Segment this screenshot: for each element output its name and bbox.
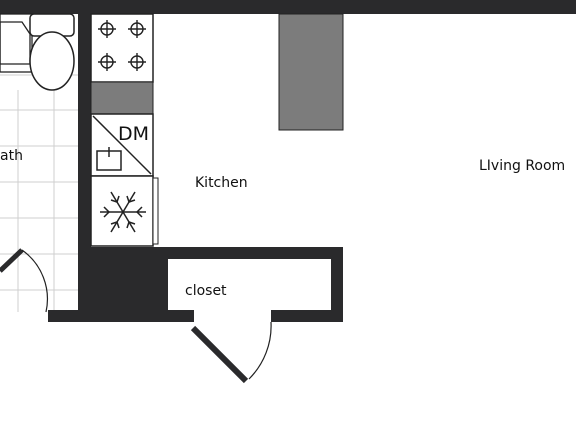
sink-icon (96, 147, 122, 171)
stove-burners-icon (98, 20, 146, 71)
bath-door (0, 248, 49, 313)
dishwasher-label: DM (118, 123, 149, 145)
room-label-bath: ath (0, 148, 23, 164)
bath-kitchen-wall (78, 14, 91, 312)
closet-bottom-wall-left (48, 310, 194, 322)
closet-left-wall (78, 247, 168, 322)
bath-tile-grid (0, 74, 78, 312)
kitchen-island (278, 13, 344, 131)
room-label-kitchen: Kitchen (195, 175, 248, 191)
stove (90, 13, 154, 83)
room-label-living: LIving Room (479, 158, 565, 174)
walls (0, 0, 576, 322)
kitchen-counter (90, 81, 154, 115)
refrigerator (90, 175, 159, 247)
closet-door (190, 321, 272, 384)
closet-right-wall (331, 247, 343, 322)
snowflake-icon (100, 191, 146, 233)
closet-top-wall (160, 247, 343, 259)
toilet-icon (29, 13, 75, 91)
dishwasher-sink: DM (90, 113, 154, 177)
top-wall (0, 0, 576, 14)
closet-bottom-wall-right (271, 310, 343, 322)
shower-fixture (0, 13, 33, 73)
room-label-closet: closet (185, 283, 227, 299)
